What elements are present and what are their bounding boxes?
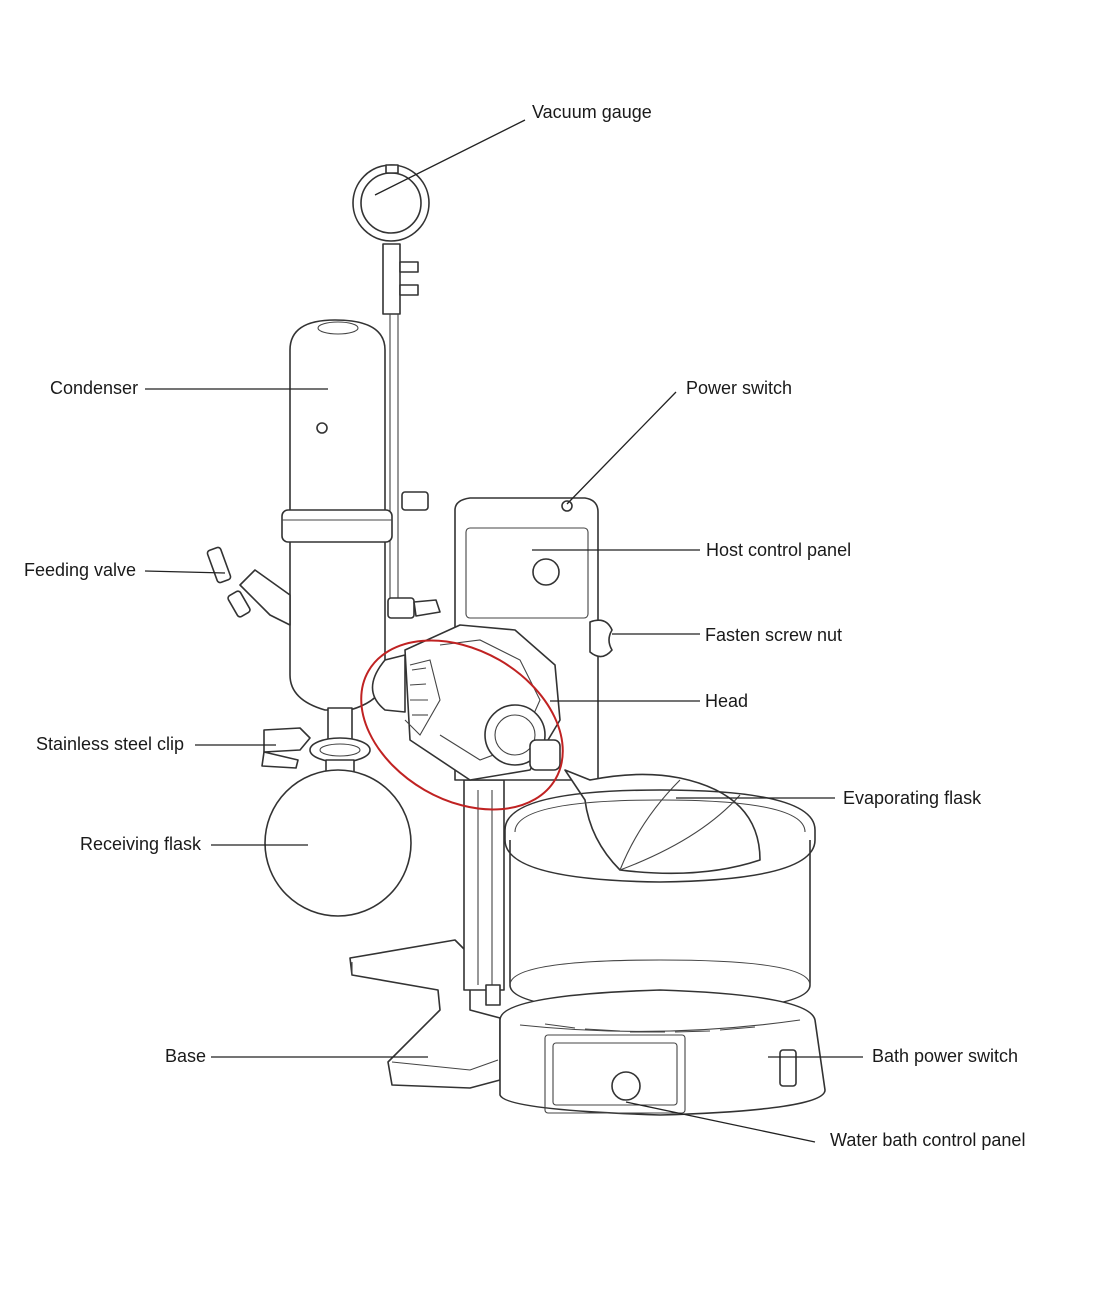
leader-feeding-valve — [144, 570, 226, 574]
label-stainless-steel-clip: Stainless steel clip — [36, 734, 185, 754]
water-bath-drawing — [499, 789, 826, 1116]
leader-power-switch — [566, 391, 677, 505]
label-evaporating-flask: Evaporating flask — [843, 788, 982, 808]
head-drawing — [371, 624, 561, 781]
label-base: Base — [165, 1046, 207, 1066]
label-vacuum-gauge: Vacuum gauge — [532, 102, 652, 122]
leader-lines — [144, 119, 863, 1143]
head-highlight-ring — [360, 639, 564, 811]
evaporating-flask-drawing — [564, 769, 761, 875]
label-receiving-flask: Receiving flask — [80, 834, 202, 854]
leader-vacuum-gauge — [374, 119, 526, 196]
clip-drawing — [261, 727, 371, 777]
label-head: Head — [705, 691, 749, 711]
label-water-bath-control-panel: Water bath control panel — [830, 1130, 1026, 1150]
label-feeding-valve: Feeding valve — [24, 560, 137, 580]
label-bath-power-switch: Bath power switch — [872, 1046, 1019, 1066]
label-fasten-screw-nut: Fasten screw nut — [705, 625, 843, 645]
vacuum-gauge-drawing — [352, 164, 441, 619]
label-condenser: Condenser — [50, 378, 139, 398]
label-power-switch: Power switch — [686, 378, 793, 398]
column-drawing — [463, 779, 505, 1006]
receiving-flask-drawing — [264, 769, 412, 917]
condenser-drawing — [281, 319, 393, 745]
leader-water-bath-control-panel — [625, 1101, 816, 1143]
feeding-valve-drawing — [206, 546, 291, 626]
label-host-control-panel: Host control panel — [706, 540, 852, 560]
